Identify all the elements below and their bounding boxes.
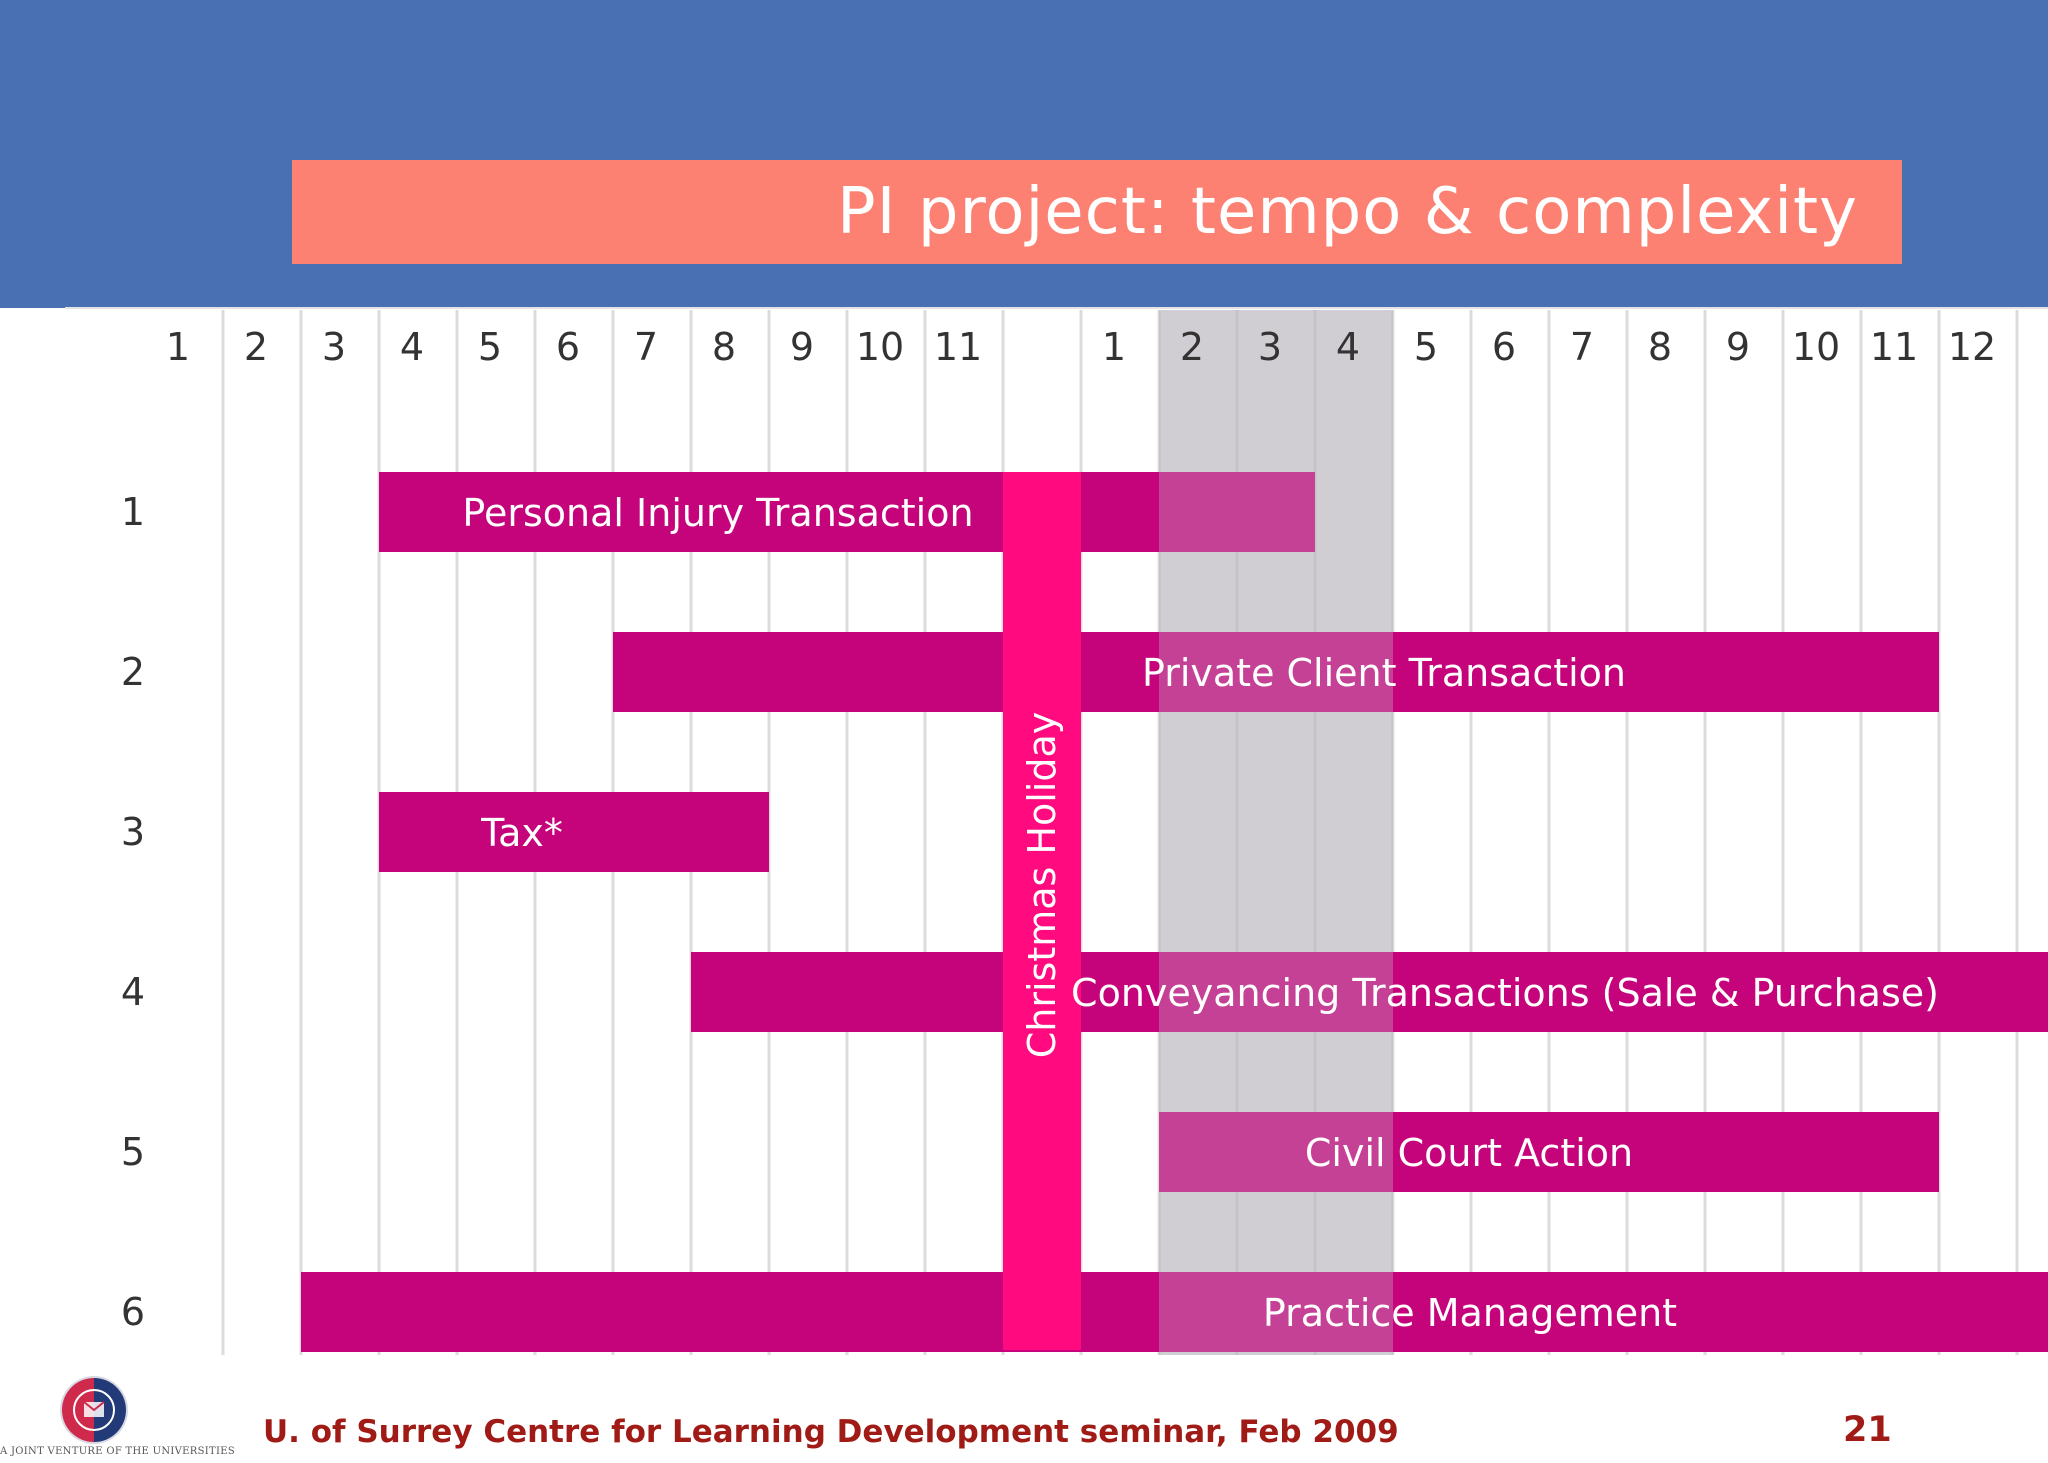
period-label: 9: [1726, 325, 1750, 369]
row-label: 1: [121, 490, 145, 534]
holiday-bar: [1003, 472, 1081, 1350]
period-label: 1: [166, 325, 190, 369]
row-label: 3: [121, 810, 145, 854]
task-label: Civil Court Action: [1305, 1131, 1633, 1175]
period-label: 10: [1792, 325, 1840, 369]
period-label: 2: [244, 325, 268, 369]
period-label: 6: [556, 325, 580, 369]
period-label: 3: [1258, 325, 1282, 369]
period-label: 5: [1414, 325, 1438, 369]
period-label: 6: [1492, 325, 1516, 369]
period-label: 7: [634, 325, 658, 369]
task-label: Private Client Transaction: [1142, 651, 1626, 695]
title-box: PI project: tempo & complexity: [292, 160, 1902, 264]
task-bar: [691, 952, 2048, 1032]
holiday-label: Christmas Holiday: [1020, 712, 1064, 1059]
task-bar: [379, 792, 769, 872]
university-seal-icon: [60, 1376, 128, 1444]
highlight-overlay: [1159, 310, 1393, 1355]
content-divider: [65, 307, 2048, 309]
task-label: Conveyancing Transactions (Sale & Purcha…: [1071, 971, 1939, 1015]
period-label: 7: [1570, 325, 1594, 369]
period-label: 8: [1648, 325, 1672, 369]
period-label: 4: [400, 325, 424, 369]
task-bar: [1159, 1112, 1939, 1192]
logo-caption: A JOINT VENTURE OF THE UNIVERSITIES: [0, 1446, 235, 1457]
task-bar: [301, 1272, 2048, 1352]
period-label: 9: [790, 325, 814, 369]
period-label: 5: [478, 325, 502, 369]
task-label: Tax*: [480, 811, 563, 855]
task-label: Practice Management: [1263, 1291, 1677, 1335]
row-label: 6: [121, 1290, 145, 1334]
period-label: 10: [856, 325, 904, 369]
task-bar: [613, 632, 1939, 712]
period-label: 8: [712, 325, 736, 369]
period-label: 4: [1336, 325, 1360, 369]
slide-title: PI project: tempo & complexity: [837, 175, 1858, 249]
period-label: 1: [1102, 325, 1126, 369]
period-label: 12: [1948, 325, 1996, 369]
period-label: 2: [1180, 325, 1204, 369]
row-label: 5: [121, 1130, 145, 1174]
footer-text: U. of Surrey Centre for Learning Develop…: [263, 1414, 1399, 1450]
task-bar: [379, 472, 1315, 552]
row-label: 4: [121, 970, 145, 1014]
period-label: 11: [1870, 325, 1918, 369]
page-number: 21: [1843, 1410, 1892, 1450]
row-label: 2: [121, 650, 145, 694]
task-label: Personal Injury Transaction: [462, 491, 973, 535]
period-label: 11: [934, 325, 982, 369]
period-label: 3: [322, 325, 346, 369]
